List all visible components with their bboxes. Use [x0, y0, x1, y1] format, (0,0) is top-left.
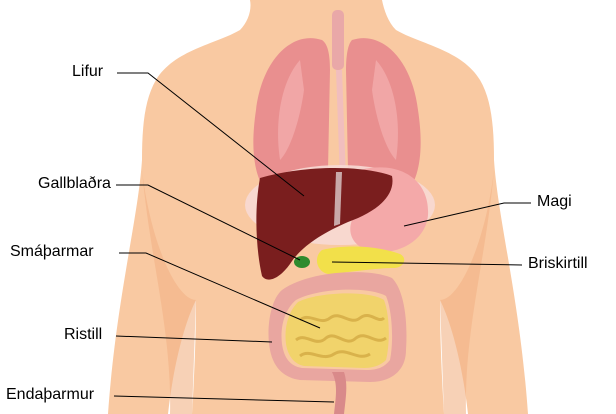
label-lifur: Lifur — [72, 63, 103, 81]
trachea — [332, 10, 344, 70]
label-magi: Magi — [537, 193, 572, 211]
label-endatharmur: Endaþarmur — [6, 386, 94, 404]
label-briskirtill: Briskirtill — [528, 255, 588, 273]
label-ristill: Ristill — [64, 326, 102, 344]
label-gallbladra: Gallblaðra — [38, 175, 111, 193]
label-smatharmar: Smáþarmar — [10, 243, 94, 261]
